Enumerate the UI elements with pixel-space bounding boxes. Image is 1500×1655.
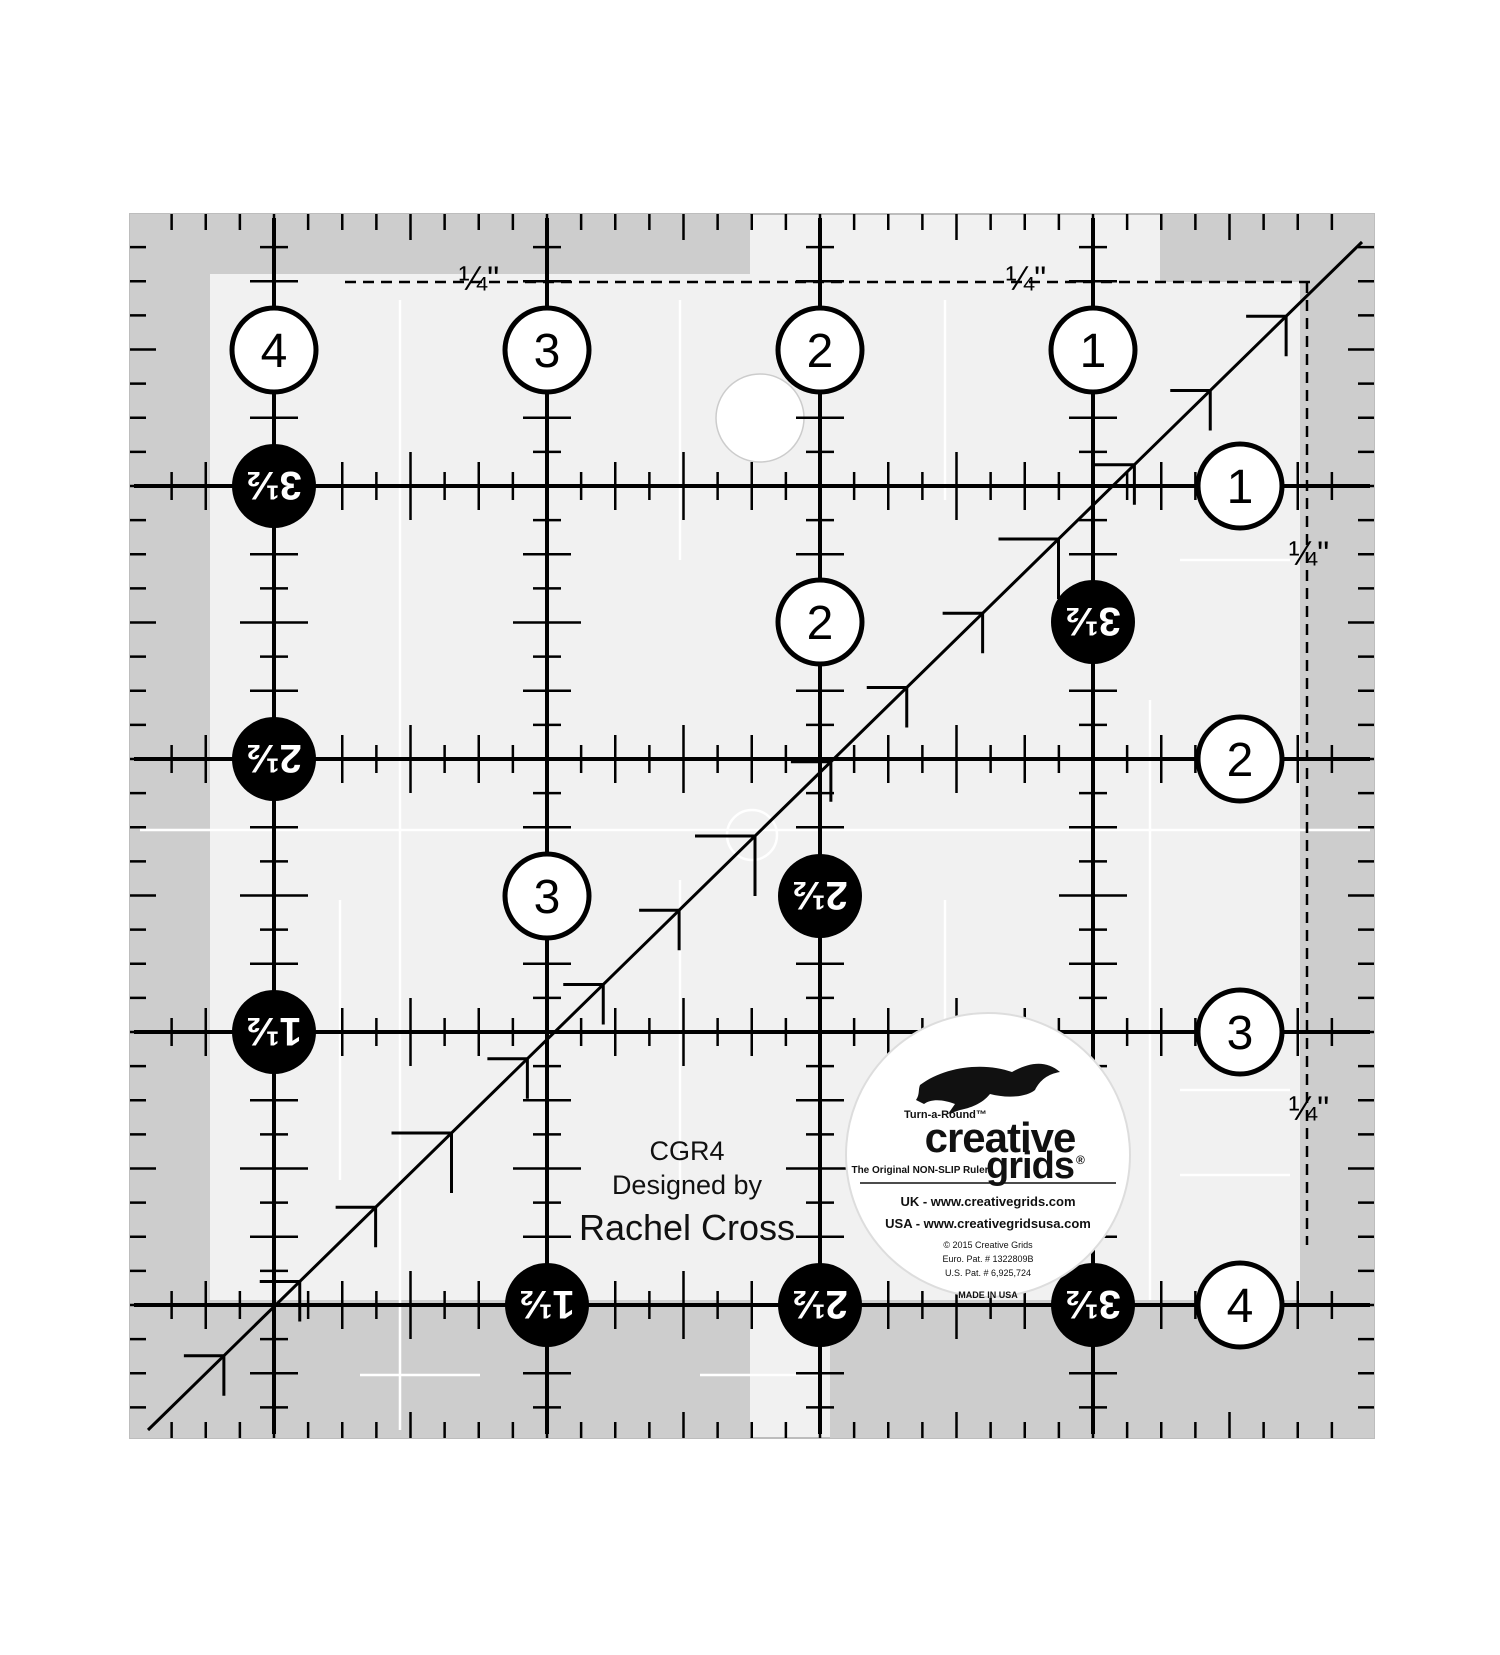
designer-name: Rachel Cross [579,1207,795,1248]
inner-number-2-ring [775,577,865,667]
shade-band [130,1300,750,1438]
right-number-2: 2 [1227,734,1254,787]
logo-tagline: Turn-a-Round™ [904,1109,987,1121]
right-number-3-ring [1195,987,1285,1077]
logo-copyright: © 2015 Creative Grids [943,1240,1033,1250]
bottom-half-mark-2: 3½ [1065,1282,1121,1326]
left-half-mark-0: 3½ [246,463,302,507]
number-circles: 4 3 2 1 1 2 3 4 2 3 3½ 2½ 1½ 1½ 2½ 3½ 3½ 2½ [229,305,1285,1350]
top-number-2-ring [775,305,865,395]
quarter-label-right-lower: ¼" [1289,1090,1329,1128]
top-number-3: 3 [534,325,561,378]
bottom-half-mark-0: 1½ [519,1282,575,1326]
inner-number-3-ring [502,851,592,941]
quarter-label-top-right: ¼" [1006,260,1046,298]
top-number-4-ring [229,305,319,395]
product-code: CGR4 [649,1136,724,1166]
logo-us-patent: U.S. Pat. # 6,925,724 [945,1268,1031,1278]
bottom-half-mark-2-disc [1051,1263,1135,1347]
right-number-3: 3 [1227,1007,1254,1060]
inner-number-2: 2 [807,597,834,650]
logo-registered: ® [1076,1153,1085,1167]
right-number-4-ring [1195,1260,1285,1350]
quarter-label-right-upper: ¼" [1289,535,1329,573]
left-half-mark-1-disc [232,717,316,801]
brand-logo-badge: Turn-a-Round™ creative grids ® The Origi… [845,1012,1131,1300]
quarter-inch-dashed-lines [345,280,1316,1245]
logo-euro-patent: Euro. Pat. # 1322809B [942,1254,1033,1264]
fox-icon [916,1063,1060,1114]
inner-half-mark-2-disc [778,854,862,938]
logo-brand-line1: creative [925,1114,1076,1161]
quarter-label-top-left: ¼" [459,260,499,298]
shade-band [1160,214,1374,282]
left-half-mark-1: 2½ [246,736,302,780]
inner-half-mark-3-disc [1051,580,1135,664]
left-half-mark-2-disc [232,990,316,1074]
right-number-4: 4 [1227,1280,1254,1333]
left-half-mark-0-disc [232,444,316,528]
shade-band [130,214,750,274]
logo-usa-url: USA - www.creativegridsusa.com [885,1216,1091,1231]
logo-brand-line2: grids [986,1145,1074,1187]
top-number-1: 1 [1080,325,1107,378]
left-half-mark-2: 1½ [246,1009,302,1053]
white-guide-lines [140,300,1370,1430]
logo-circle [845,1012,1131,1298]
inner-number-3: 3 [534,871,561,924]
top-number-3-ring [502,305,592,395]
designed-by-label: Designed by [612,1170,763,1200]
right-number-1-ring [1195,441,1285,531]
diagonal-line [146,240,1364,1432]
inner-half-mark-2: 2½ [792,873,848,917]
logo-made-in: MADE IN USA [958,1290,1018,1300]
bottom-half-mark-1-disc [778,1263,862,1347]
logo-subline: The Original NON-SLIP Ruler [851,1165,988,1176]
top-number-4: 4 [261,325,288,378]
top-number-2: 2 [807,325,834,378]
right-number-1: 1 [1227,461,1254,514]
hanging-hole [715,373,805,463]
bottom-half-mark-0-disc [505,1263,589,1347]
right-number-2-ring [1195,714,1285,804]
bottom-half-mark-1: 2½ [792,1282,848,1326]
logo-uk-url: UK - www.creativegrids.com [900,1194,1075,1209]
inner-half-mark-3: 3½ [1065,599,1121,643]
top-number-1-ring [1048,305,1138,395]
